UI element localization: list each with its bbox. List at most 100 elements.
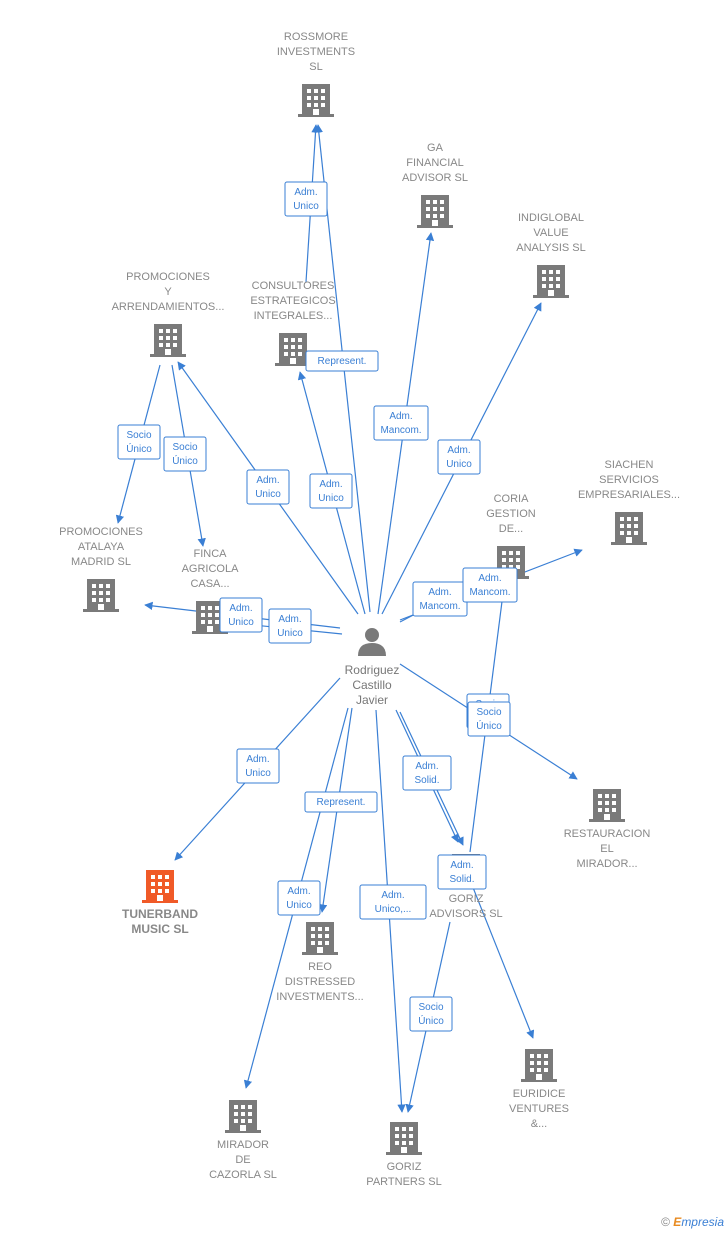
- building-icon: [83, 579, 119, 612]
- edge-label-box: [402, 755, 452, 791]
- company-node-coria[interactable]: CORIAGESTIONDE...: [486, 493, 536, 579]
- company-name-line: Y: [164, 286, 172, 298]
- edge-label-person-mirador_cazorla[interactable]: Adm.Unico: [277, 880, 321, 916]
- company-name-line: GESTION: [486, 508, 536, 520]
- company-node-restauracion[interactable]: RESTAURACIONELMIRADOR...: [564, 789, 651, 870]
- edge-label-text: Unico: [245, 768, 271, 779]
- edge-labels-layer: Adm.UnicoAdm.Mancom.Adm.UnicoAdm.UnicoAd…: [117, 181, 518, 1032]
- company-node-promo_arr[interactable]: PROMOCIONESYARRENDAMIENTOS...: [112, 271, 225, 357]
- edge-label-person-ga[interactable]: Adm.Mancom.: [373, 405, 429, 441]
- company-name-line: PARTNERS SL: [366, 1176, 441, 1188]
- company-name-line: ADVISOR SL: [402, 172, 468, 184]
- company-node-reo[interactable]: REODISTRESSEDINVESTMENTS...: [276, 922, 364, 1003]
- edge-label-person-finca[interactable]: Adm. Unico: [268, 608, 312, 644]
- edge-label-box: [309, 473, 353, 509]
- edge-label-box: [373, 405, 429, 441]
- edge-label-person-coria[interactable]: Adm. Mancom.: [462, 567, 518, 603]
- company-name-line: ARRENDAMIENTOS...: [112, 301, 225, 313]
- person-icon: [358, 628, 386, 656]
- person-name-line: Rodriguez: [345, 663, 400, 677]
- company-name-line: RESTAURACION: [564, 828, 651, 840]
- edge-label-text: Socio: [126, 430, 151, 441]
- edge-label-person-consultores[interactable]: Adm.Unico: [309, 473, 353, 509]
- copyright-symbol: ©: [661, 1215, 670, 1229]
- company-node-finca[interactable]: FINCAAGRICOLACASA...: [182, 548, 240, 634]
- building-icon: [150, 324, 186, 357]
- company-node-siachen[interactable]: SIACHENSERVICIOSEMPRESARIALES...: [578, 459, 680, 545]
- company-name-line: ATALAYA: [78, 541, 125, 553]
- edge-label-text: Adm.: [256, 475, 279, 486]
- company-name-line: SERVICIOS: [599, 474, 659, 486]
- edge-label-person-siachen[interactable]: Adm.Mancom.: [412, 581, 468, 617]
- brand-logo-text: mpresia: [681, 1215, 724, 1229]
- company-name-line: SIACHEN: [605, 459, 654, 471]
- edge-label-text: Represent.: [318, 356, 367, 367]
- company-node-goriz_partners[interactable]: GORIZ PARTNERS SL: [366, 1122, 442, 1188]
- edge-label-text: Adm.: [389, 411, 412, 422]
- edge-label-person-goriz_partners[interactable]: Adm.Unico,...: [359, 884, 427, 920]
- company-name-line: REO: [308, 961, 332, 973]
- edge-label-person-goriz_adv[interactable]: Adm. Solid.: [402, 755, 452, 791]
- edge-label-consultores-consultores[interactable]: Represent.: [305, 350, 379, 372]
- company-name-line: ADVISORS SL: [429, 908, 502, 920]
- edge-label-text: Adm.: [415, 761, 438, 772]
- brand-logo-initial: E: [673, 1215, 682, 1229]
- company-name-line: CASA...: [190, 578, 229, 590]
- edge-label-person-goriz_adv[interactable]: Adm.Solid.: [437, 854, 487, 890]
- edge-label-text: Único: [172, 454, 198, 467]
- company-name-line: GORIZ: [449, 893, 484, 905]
- edge-label-text: Unico,...: [375, 904, 412, 915]
- company-node-goriz_adv[interactable]: GORIZ ADVISORS SL: [429, 854, 503, 920]
- company-name-line: PROMOCIONES: [59, 526, 143, 538]
- company-node-euridice[interactable]: EURIDICEVENTURES&...: [509, 1049, 569, 1130]
- edge-label-box: [277, 880, 321, 916]
- footer-brand[interactable]: © Empresia: [661, 1215, 724, 1229]
- company-name-line: TUNERBAND: [122, 907, 198, 921]
- edge-label-text: Adm.: [287, 886, 310, 897]
- edge-label-person-promo_atalaya[interactable]: Adm.Unico: [219, 597, 263, 633]
- edge-label-text: Único: [476, 719, 502, 732]
- edge-label-text: Unico: [277, 628, 303, 639]
- company-name-line: GA: [427, 142, 444, 154]
- edge-label-box: [268, 608, 312, 644]
- edge-label-text: Solid.: [414, 775, 439, 786]
- company-name-line: INVESTMENTS: [277, 46, 355, 58]
- edge-label-text: Unico: [228, 617, 254, 628]
- company-node-consultores[interactable]: CONSULTORESESTRATEGICOSINTEGRALES...: [250, 280, 336, 366]
- edge-label-text: Mancom.: [469, 587, 510, 598]
- edge-goriz_adv-euridice: [469, 879, 535, 1039]
- building-icon: [611, 512, 647, 545]
- edge-label-person-reo[interactable]: Represent.: [304, 791, 378, 813]
- edge-label-person-rossmore[interactable]: Adm.Unico: [284, 181, 328, 217]
- edge-label-text: Adm.: [278, 614, 301, 625]
- edge-label-text: Adm.: [478, 573, 501, 584]
- company-name-line: VENTURES: [509, 1103, 569, 1115]
- building-icon: [533, 265, 569, 298]
- company-name-line: GORIZ: [387, 1161, 422, 1173]
- edge-label-box: [467, 701, 511, 737]
- edge-label-box: [304, 791, 378, 813]
- edge-label-person-tunerband[interactable]: Adm.Unico: [236, 748, 280, 784]
- company-name-line: EURIDICE: [513, 1088, 566, 1100]
- person-name-line: Javier: [356, 693, 388, 707]
- building-icon: [225, 1100, 261, 1133]
- edge-label-person-indiglobal[interactable]: Adm.Unico: [437, 439, 481, 475]
- company-name-line: ROSSMORE: [284, 31, 348, 43]
- edge-label-person-promo_arr[interactable]: Adm.Unico: [246, 469, 290, 505]
- edge-label-box: [219, 597, 263, 633]
- person-name-line: Castillo: [352, 678, 392, 692]
- edge-label-text: Adm.: [428, 587, 451, 598]
- company-name-line: ANALYSIS SL: [516, 242, 586, 254]
